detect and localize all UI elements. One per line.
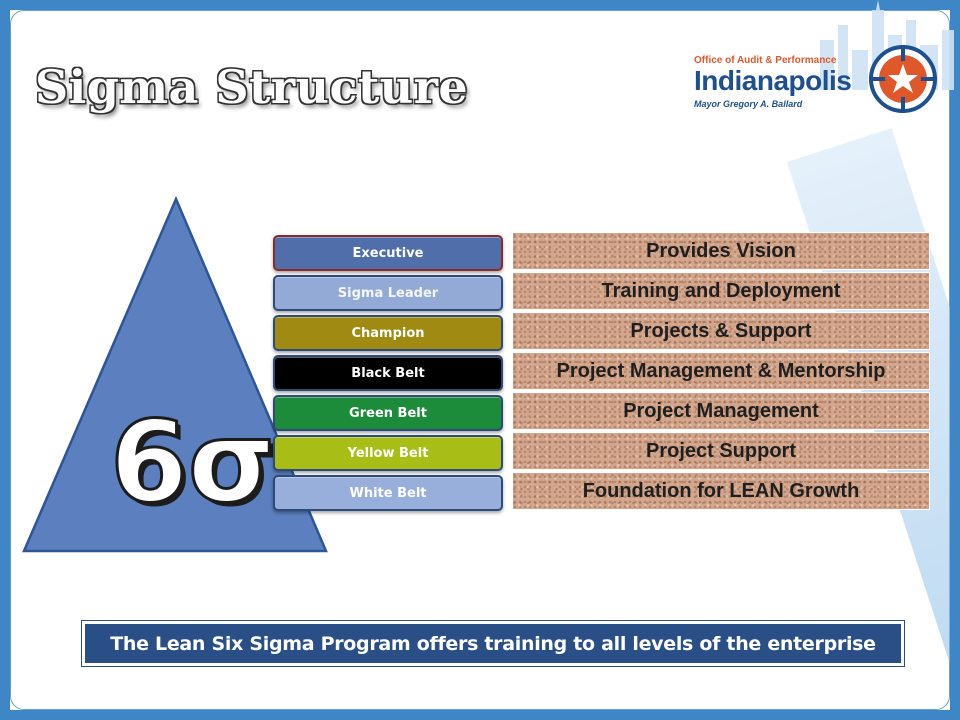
role-white-belt: Foundation for LEAN Growth xyxy=(512,472,930,510)
program-banner: The Lean Six Sigma Program offers traini… xyxy=(81,620,905,667)
role-black-belt: Project Management & Mentorship xyxy=(512,352,930,390)
belt-champion: Champion xyxy=(273,315,503,351)
role-executive: Provides Vision xyxy=(512,232,930,270)
belt-green-belt: Green Belt xyxy=(273,395,503,431)
role-champion: Projects & Support xyxy=(512,312,930,350)
belt-executive: Executive xyxy=(273,235,503,271)
logo-city-text: Indianapolis xyxy=(694,65,852,96)
office-logo: Office of Audit & Performance Indianapol… xyxy=(694,55,914,125)
six-sigma-pyramid: 6σ 6σ xyxy=(22,195,328,553)
logo-mayor-text: Mayor Gregory A. Ballard xyxy=(694,99,803,109)
slide-title: Sigma Structure xyxy=(35,60,469,114)
belt-yellow-belt: Yellow Belt xyxy=(273,435,503,471)
role-yellow-belt: Project Support xyxy=(512,432,930,470)
belt-sigma-leader: Sigma Leader xyxy=(273,275,503,311)
six-sigma-symbol: 6σ xyxy=(110,398,275,528)
logo-office-text: Office of Audit & Performance xyxy=(694,55,837,66)
star-seal-icon xyxy=(869,45,937,113)
role-sigma-leader: Training and Deployment xyxy=(512,272,930,310)
svg-text:6σ: 6σ xyxy=(114,402,279,532)
role-descriptions: Provides Vision Training and Deployment … xyxy=(512,232,930,512)
belt-white-belt: White Belt xyxy=(273,475,503,511)
role-green-belt: Project Management xyxy=(512,392,930,430)
belt-black-belt: Black Belt xyxy=(273,355,503,391)
